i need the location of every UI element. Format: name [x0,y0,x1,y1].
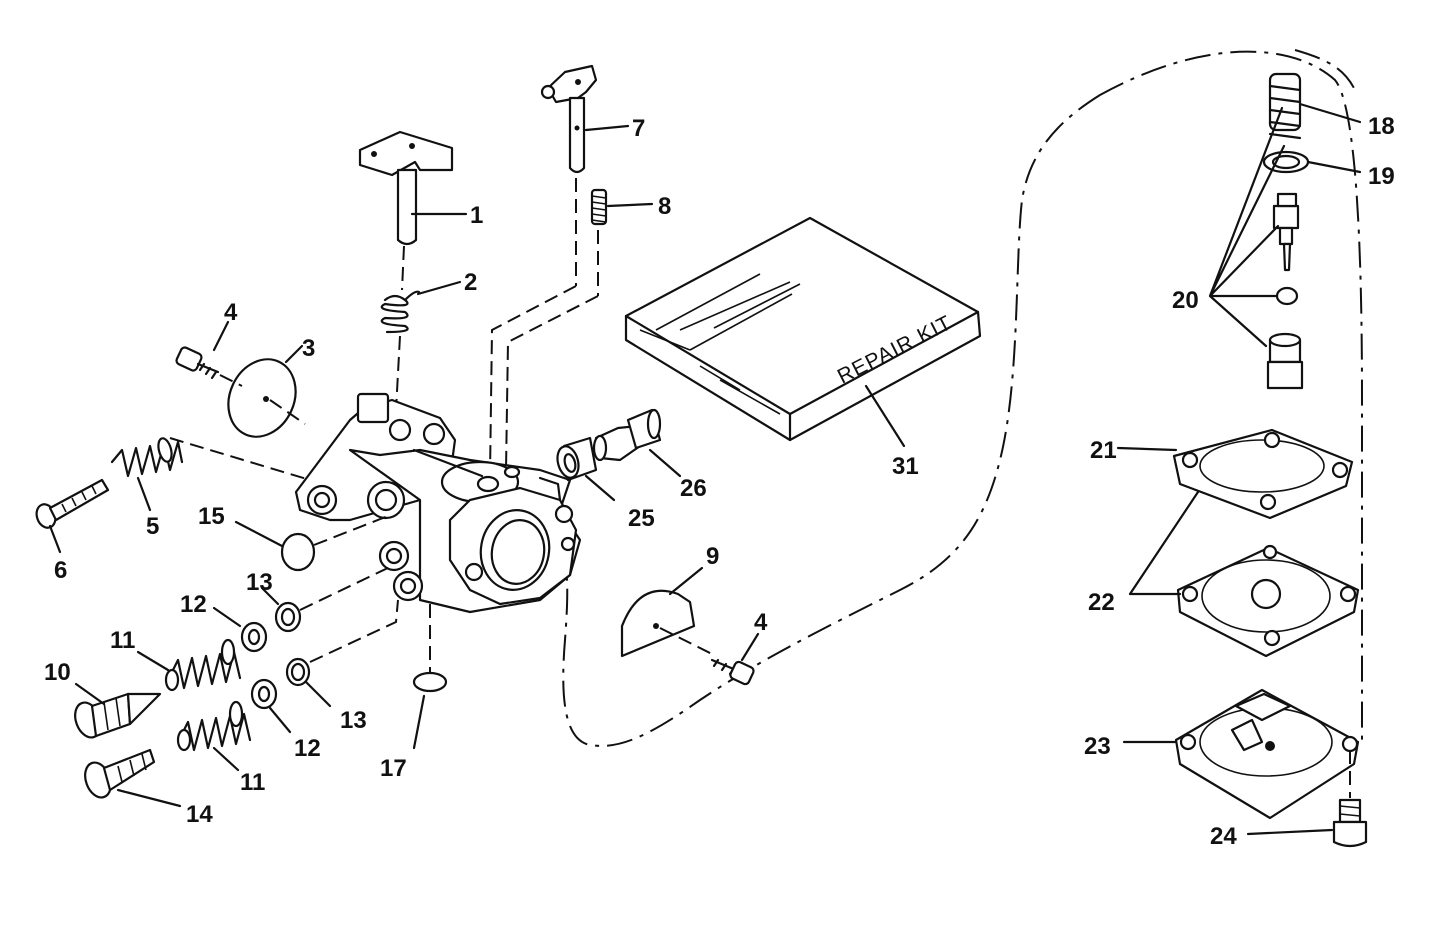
part-9-choke-plate [620,566,717,658]
label-12-upper: 12 [180,591,207,618]
leader-7b [489,285,577,476]
part-4-screw-upper [175,320,243,387]
repair-kit-boundary [562,49,1363,747]
label-3: 3 [302,335,315,362]
leader-13-upper [299,565,393,611]
part-25-ring [556,436,616,502]
label-7: 7 [632,115,645,142]
label-24: 24 [1210,823,1237,850]
leader-5 [169,437,311,481]
label-5: 5 [146,513,159,540]
label-6: 6 [54,557,67,584]
label-11-lower: 11 [240,769,265,796]
carburetor-body [294,392,582,614]
part-3-throttle-plate [227,344,306,438]
label-11-upper: 11 [110,627,135,654]
part-13-oring-lower [285,657,332,708]
leader-1-2 [401,245,405,291]
part-12-washer-upper [212,606,268,653]
part-15-plug [234,520,316,572]
label-15: 15 [198,503,225,530]
part-11-spring-lower [176,700,252,772]
label-20: 20 [1172,287,1199,314]
part-17-plug [412,671,448,750]
label-13-upper: 13 [246,569,273,596]
part-13-oring-upper [260,586,302,633]
part-26-fitting [592,408,682,478]
part-2-spring [380,280,462,334]
label-12-lower: 12 [294,735,321,762]
label-1: 1 [470,202,483,229]
part-22-diaphragm [1128,490,1360,658]
part-24-screw [1246,798,1368,848]
part-5-spring [110,437,184,512]
leader-2-body [395,335,401,411]
label-14: 14 [186,801,213,828]
label-13-lower: 13 [340,707,367,734]
label-22: 22 [1088,589,1115,616]
part-10-needle-screw [74,682,162,739]
leader-13-lower [309,599,399,663]
part-20-needle-valve [1208,106,1304,390]
part-12-washer-lower [250,678,292,734]
part-19-washer [1262,150,1362,174]
part-21-gasket [1116,428,1354,520]
label-19: 19 [1368,163,1395,190]
leader-8b [505,295,599,471]
label-31: 31 [892,453,919,480]
label-4-upper: 4 [224,299,238,326]
label-21: 21 [1090,437,1117,464]
part-18-spring [1268,72,1362,140]
part-14-idle-screw [84,748,182,808]
part-23-plate [1122,688,1360,820]
label-4-lower: 4 [754,609,768,636]
label-10: 10 [44,659,71,686]
part-11-spring-upper [136,638,242,692]
label-26: 26 [680,475,707,502]
label-18: 18 [1368,113,1395,140]
label-17: 17 [380,755,407,782]
label-9: 9 [706,543,719,570]
part-6-screw [35,478,110,554]
pointer-body [412,448,484,478]
label-23: 23 [1084,733,1111,760]
part-4-screw-lower [710,632,760,686]
part-31-repair-kit: REPAIR KIT [624,216,982,448]
part-8-spring [590,188,654,226]
part-7-choke-shaft [540,64,630,174]
label-25: 25 [628,505,655,532]
part-1-throttle-shaft [358,130,468,246]
leader-15 [313,515,389,546]
label-2: 2 [464,269,477,296]
label-8: 8 [658,193,671,220]
